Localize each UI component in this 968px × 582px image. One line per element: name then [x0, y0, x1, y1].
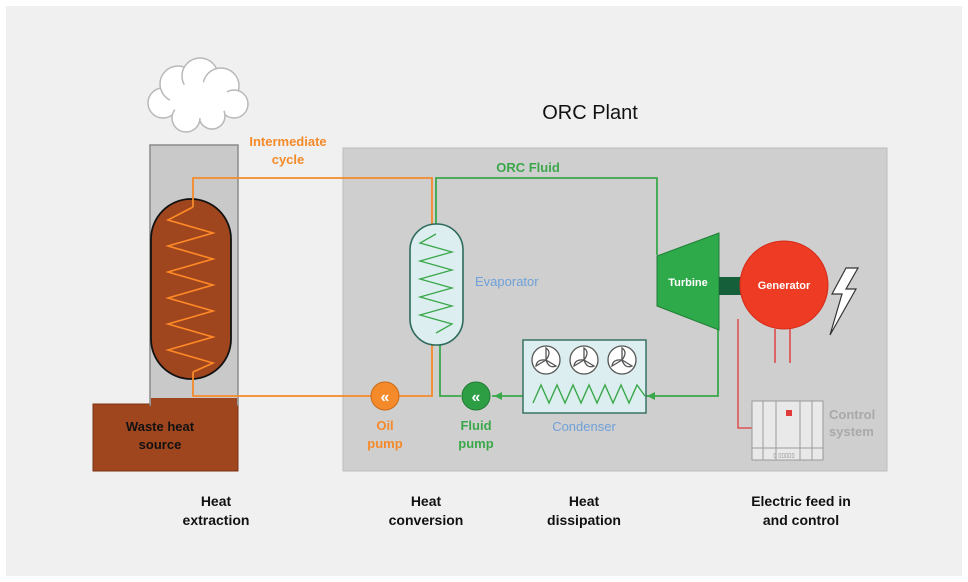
waste-heat-label-line1: Waste heat — [126, 419, 195, 434]
lightning-icon — [829, 267, 860, 336]
evaporator-label: Evaporator — [475, 274, 539, 289]
fan-icon — [569, 345, 599, 375]
stage-label-electric-line1: Electric feed in — [751, 493, 851, 509]
generator-wires — [774, 329, 791, 363]
diagram-title: ORC Plant — [542, 102, 638, 124]
control-system-label-line2: system — [829, 424, 874, 439]
fan-icon — [607, 345, 637, 375]
control-system-label-line1: Control — [829, 407, 875, 422]
double-chevron-left-icon: « — [381, 389, 390, 406]
control-wiring — [737, 319, 758, 429]
cloud-icon — [147, 57, 249, 133]
oil-pump-label-line1: Oil — [376, 418, 393, 433]
stage-label-electric-line2: and control — [763, 512, 839, 528]
stage-label-conversion-line1: Heat — [411, 493, 442, 509]
turbine-shaft — [719, 277, 743, 295]
svg-text:▯ ▯▯▯▯▯: ▯ ▯▯▯▯▯ — [773, 453, 794, 459]
turbine — [656, 232, 720, 331]
orc-fluid-arrow-condenser — [647, 392, 655, 400]
fan-icon — [531, 345, 561, 375]
intermediate-cycle-loop — [192, 177, 433, 397]
stage-label-extraction-line2: extraction — [183, 512, 250, 528]
waste-heat-label-line2: source — [139, 437, 182, 452]
fluid-pump-label-line2: pump — [458, 436, 493, 451]
turbine-label: Turbine — [668, 277, 708, 289]
condenser-label: Condenser — [552, 419, 616, 434]
oil-pump: « — [370, 381, 400, 411]
stage-label-dissipation-line2: dissipation — [547, 512, 621, 528]
generator — [739, 240, 829, 330]
orc-fluid-arrow-pump — [494, 392, 502, 400]
generator-label: Generator — [758, 280, 811, 292]
intermediate-cycle-label-line2: cycle — [272, 152, 305, 167]
orc-fluid-label: ORC Fluid — [496, 160, 560, 175]
control-cabinet: ▯ ▯▯▯▯▯ — [751, 400, 824, 461]
stage-label-dissipation-line1: Heat — [569, 493, 600, 509]
stage-label-conversion-line2: conversion — [389, 512, 464, 528]
evaporator — [409, 223, 464, 346]
oil-pump-label-line2: pump — [367, 436, 402, 451]
stage-label-extraction-line1: Heat — [201, 493, 232, 509]
chimney-base-inner — [151, 398, 237, 408]
intermediate-cycle-label-line1: Intermediate — [249, 134, 326, 149]
fluid-pump: « — [461, 381, 491, 411]
fluid-pump-label-line1: Fluid — [460, 418, 491, 433]
double-chevron-left-icon: « — [472, 389, 481, 406]
heat-source-exchanger — [150, 198, 232, 380]
